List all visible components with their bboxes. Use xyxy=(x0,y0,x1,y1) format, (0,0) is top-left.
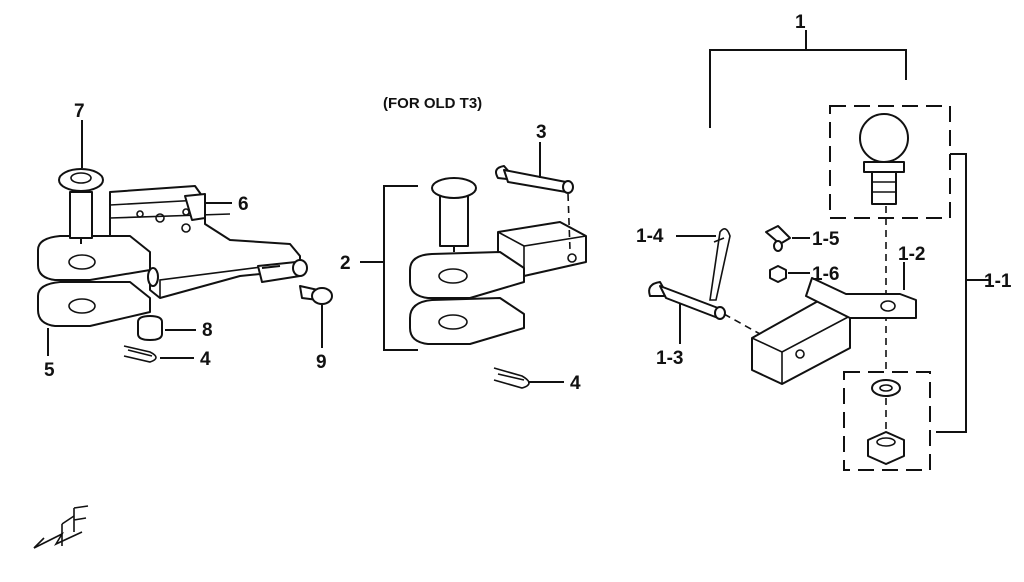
label-6: 6 xyxy=(238,194,249,215)
left-hitch-assembly xyxy=(37,120,333,363)
label-4-left: 4 xyxy=(200,349,211,370)
label-1: 1 xyxy=(795,12,806,33)
label-1-6: 1-6 xyxy=(812,264,839,285)
label-3: 3 xyxy=(536,122,547,143)
label-5: 5 xyxy=(44,360,55,381)
label-1-1: 1-1 xyxy=(984,271,1012,292)
label-7: 7 xyxy=(74,101,85,122)
front-direction-icon xyxy=(33,505,89,549)
label-9: 9 xyxy=(316,352,327,373)
label-2: 2 xyxy=(340,253,351,274)
label-1-5: 1-5 xyxy=(812,229,840,250)
label-1-3: 1-3 xyxy=(656,348,683,369)
label-4-middle: 4 xyxy=(570,373,581,394)
middle-hitch-assembly xyxy=(360,142,587,389)
label-1-2: 1-2 xyxy=(898,244,925,265)
label-8: 8 xyxy=(202,320,213,341)
label-1-4: 1-4 xyxy=(636,226,664,247)
for-old-t3-note: (FOR OLD T3) xyxy=(383,95,482,112)
right-hitch-assembly xyxy=(648,30,990,471)
